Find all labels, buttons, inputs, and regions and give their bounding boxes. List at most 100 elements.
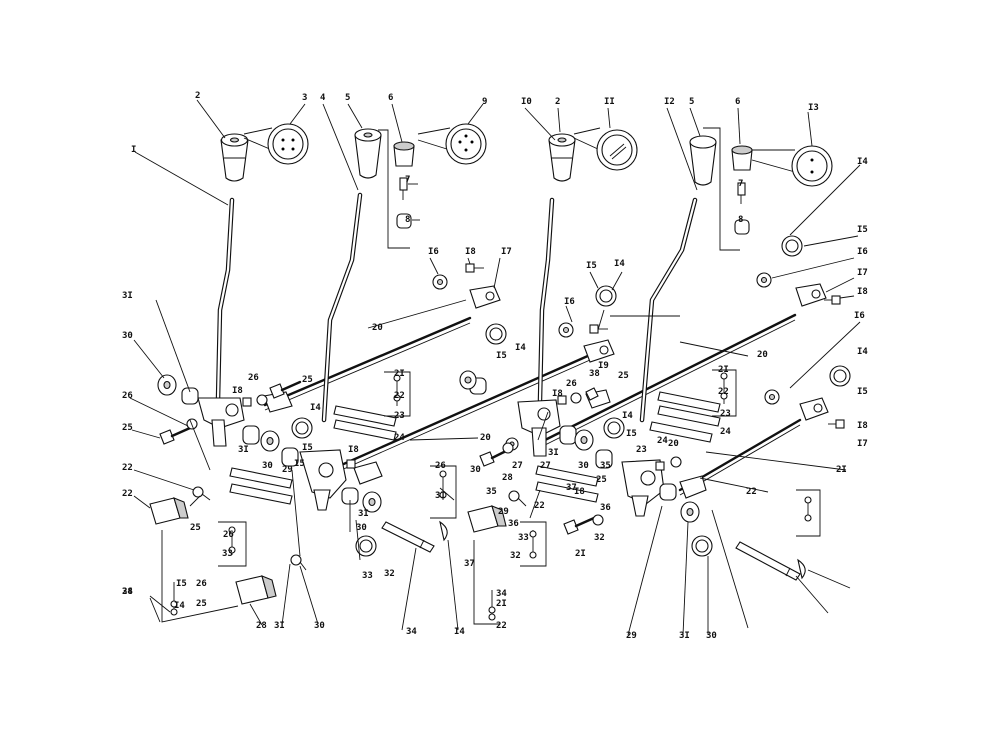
callout-label: 36 [508, 519, 519, 529]
callout-label: I4 [614, 259, 625, 269]
callout-label: I4 [857, 157, 868, 167]
callout-label: 3I [679, 631, 690, 641]
callout-label: 23 [636, 445, 647, 455]
callout-label: I6 [564, 297, 575, 307]
callout-label: 30 [706, 631, 717, 641]
callout-label: 26 [122, 391, 133, 401]
callout-label: I8 [552, 389, 563, 399]
callout-label: 7 [405, 175, 410, 185]
callout-label: I5 [302, 443, 313, 453]
callout-label: 24 [394, 433, 405, 443]
callout-label: 5 [689, 97, 694, 107]
callout-label: 34 [496, 589, 507, 599]
callout-label: I8 [232, 386, 243, 396]
callout-label: 20 [372, 323, 383, 333]
callout-label: 3I [238, 445, 249, 455]
callout-label: 23 [394, 411, 405, 421]
callout-label: I8 [857, 287, 868, 297]
callout-label: I7 [857, 439, 868, 449]
callout-label: 26 [435, 461, 446, 471]
callout-label: 33 [362, 571, 373, 581]
callout-label: 30 [122, 331, 133, 341]
callout-label: 38 [589, 369, 600, 379]
callout-label: 37 [464, 559, 475, 569]
callout-label: 26 [196, 579, 207, 589]
callout-label: 3I [435, 491, 446, 501]
callout-label: 2 [195, 91, 200, 101]
callout-label: 3I [122, 291, 133, 301]
callout-label: 34 [122, 587, 133, 597]
callout-label: 32 [594, 533, 605, 543]
callout-label: I4 [622, 411, 633, 421]
pivot-pins [381, 520, 806, 581]
callout-label: 2 [555, 97, 560, 107]
callout-label: 25 [618, 371, 629, 381]
callout-label: 4 [320, 93, 326, 103]
gear-levers [215, 192, 698, 423]
callout-label: 32 [384, 569, 395, 579]
callout-label: 20 [480, 433, 491, 443]
callout-label: 28 [122, 587, 133, 597]
callout-label: 3 [302, 93, 307, 103]
callout-label: I5 [176, 579, 187, 589]
bolts [159, 263, 845, 535]
callout-label: 33 [222, 549, 233, 559]
callout-label: I7 [501, 247, 512, 257]
callout-label: I5 [857, 225, 868, 235]
callout-label: 3I [548, 448, 559, 458]
callout-label: 30 [314, 621, 325, 631]
callout-label: 20 [757, 350, 768, 360]
callout-label: I2 [664, 97, 675, 107]
callout-label: 35 [486, 487, 497, 497]
callout-label: 37 [566, 483, 577, 493]
callout-label: I8 [857, 421, 868, 431]
callout-label: 6 [388, 93, 393, 103]
callout-label: I5 [586, 261, 597, 271]
callout-label: 30 [470, 465, 481, 475]
callout-label: II [604, 97, 615, 107]
callout-label: I9 [598, 361, 609, 371]
callout-label: 32 [510, 551, 521, 561]
callout-label: I5 [626, 429, 637, 439]
callout-label: 22 [746, 487, 757, 497]
shift-pattern-badges [243, 123, 833, 187]
callout-label: I8 [465, 247, 476, 257]
callout-label: 28 [502, 473, 513, 483]
callout-label: 22 [496, 621, 507, 631]
callout-label: 23 [720, 409, 731, 419]
callout-label: 22 [718, 387, 729, 397]
callout-label: 9 [482, 97, 487, 107]
leader-lines [129, 99, 861, 636]
callout-label: 27 [540, 461, 551, 471]
callout-label: I4 [310, 403, 321, 413]
callout-label: 26 [248, 373, 259, 383]
callout-label: 25 [196, 599, 207, 609]
callout-label: 25 [190, 523, 201, 533]
callout-label: I0 [521, 97, 532, 107]
callout-label: 8 [405, 215, 410, 225]
callout-label: 26 [566, 379, 577, 389]
callout-label: 27 [512, 461, 523, 471]
callout-label: 3I [274, 621, 285, 631]
callout-label: 29 [282, 465, 293, 475]
callout-label: 22 [394, 391, 405, 401]
lock-plates [229, 391, 721, 505]
callout-label: 25 [122, 423, 133, 433]
switch-units [149, 486, 527, 605]
callout-label: I5 [496, 351, 507, 361]
clips [291, 235, 851, 557]
callout-label: 24 [657, 436, 668, 446]
callout-label: 6 [735, 97, 740, 107]
callout-label: 2I [496, 599, 507, 609]
callout-label: I5 [857, 387, 868, 397]
callout-label: I [131, 145, 136, 155]
callout-label: 33 [518, 533, 529, 543]
callout-label: 30 [356, 523, 367, 533]
callout-label: I4 [515, 343, 526, 353]
callout-label: 30 [578, 461, 589, 471]
boxed-bolt-groups [161, 369, 821, 625]
lever-brackets [197, 397, 665, 517]
callout-label: 2I [836, 465, 847, 475]
callout-label: I7 [857, 268, 868, 278]
